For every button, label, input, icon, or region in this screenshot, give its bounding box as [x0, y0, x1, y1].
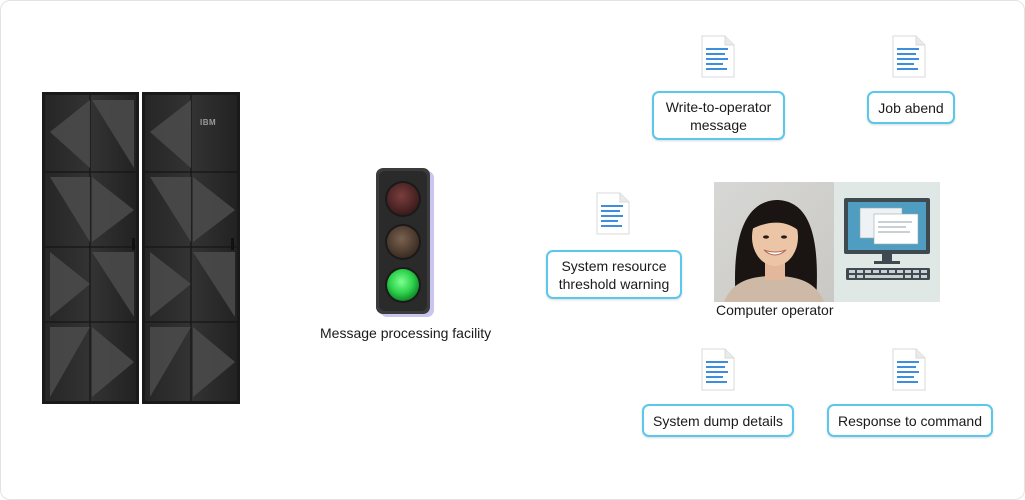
message-label-line: System dump details — [653, 412, 783, 429]
operator-photo — [714, 182, 940, 302]
operator-label: Computer operator — [716, 302, 834, 318]
mainframe-icon — [42, 92, 240, 404]
message-label-line: Job abend — [878, 99, 944, 116]
document-icon — [701, 348, 735, 391]
document-icon — [701, 35, 735, 78]
message-label-line: threshold warning — [558, 275, 670, 292]
document-icon — [892, 35, 926, 78]
document-icon — [892, 348, 926, 391]
message-box-response-to-command: Response to command — [827, 404, 993, 437]
ibm-logo: IBM — [200, 118, 217, 127]
traffic-light-icon — [376, 168, 434, 317]
message-box-system-resource-warning: System resource threshold warning — [546, 250, 682, 299]
document-icon — [596, 192, 630, 235]
message-box-system-dump: System dump details — [642, 404, 794, 437]
message-box-write-to-operator: Write-to-operator message — [652, 91, 785, 140]
message-label-line: Write-to-operator — [665, 98, 772, 115]
message-label-line: message — [690, 116, 747, 133]
message-label-line: System resource — [561, 257, 667, 274]
message-label-line: Response to command — [838, 412, 982, 429]
message-box-job-abend: Job abend — [867, 91, 955, 124]
traffic-light-label: Message processing facility — [320, 325, 492, 341]
